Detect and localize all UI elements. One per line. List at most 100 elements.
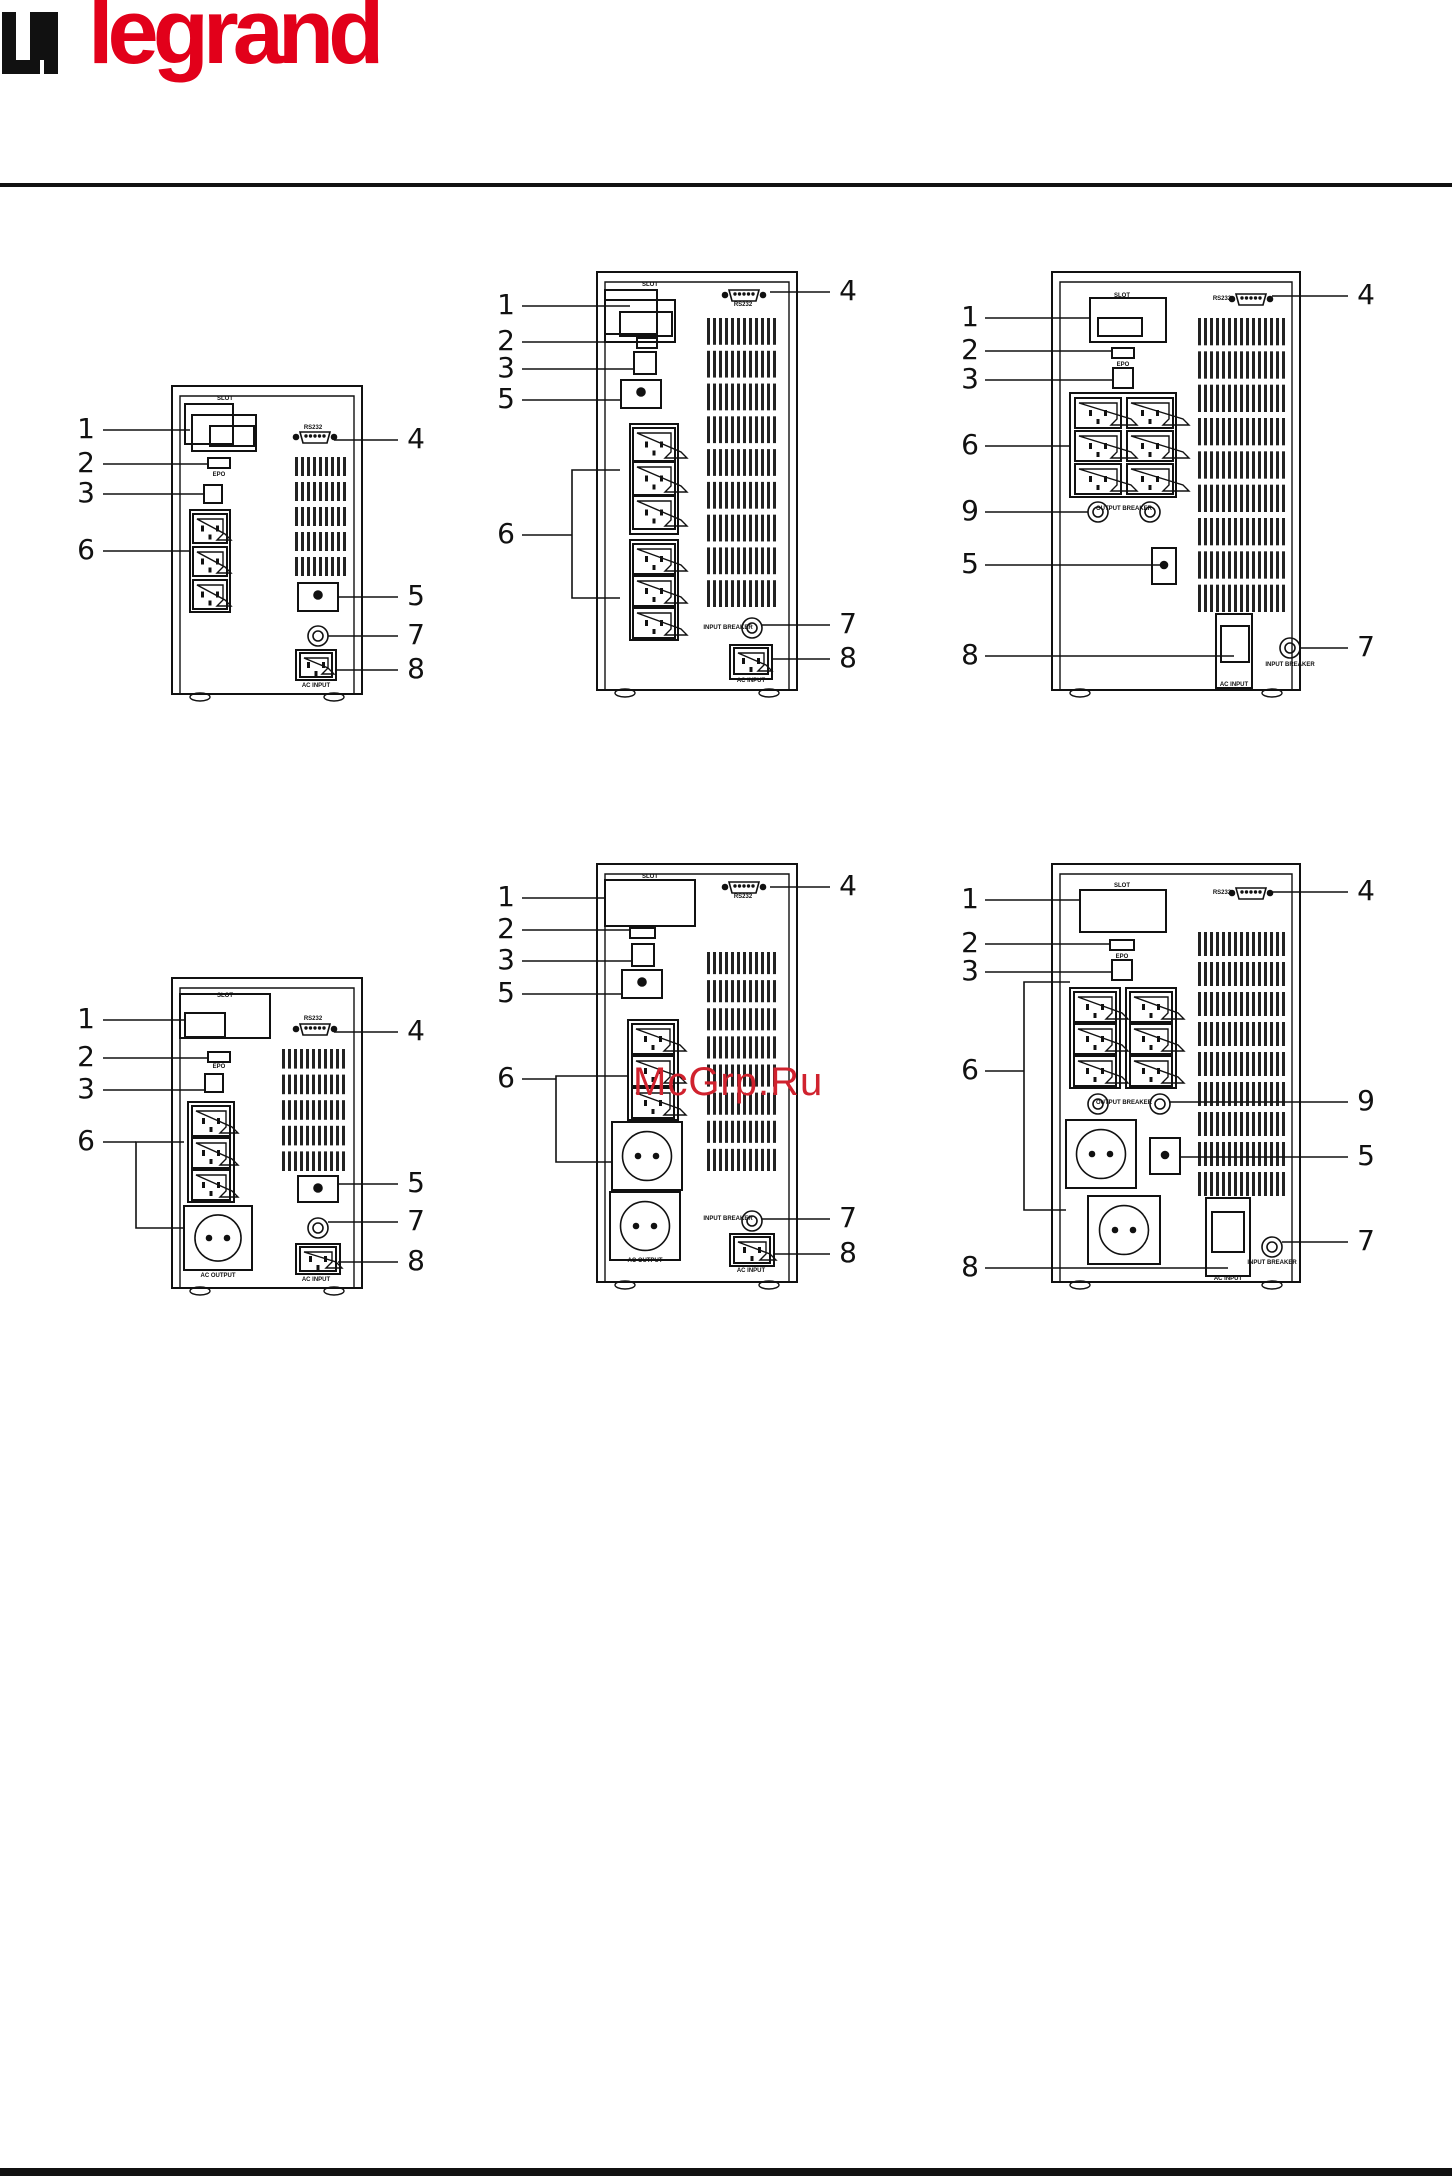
outlet-frame	[191, 1105, 231, 1137]
vent-slot	[1222, 384, 1225, 412]
vent-slot	[1276, 1052, 1279, 1076]
port-screw	[759, 291, 767, 299]
vent-slot	[294, 1151, 297, 1171]
port-pin	[733, 292, 737, 296]
vent-slot	[1216, 962, 1219, 986]
vent-slot	[743, 1148, 746, 1171]
battery-port	[620, 379, 662, 409]
vent-slot	[295, 557, 298, 576]
vent-slot	[719, 580, 722, 607]
vent-slot	[1258, 518, 1261, 546]
port-pin	[751, 884, 755, 888]
vent-slot	[1222, 351, 1225, 379]
vent-slot	[1204, 318, 1207, 346]
vent-slot	[743, 580, 746, 607]
vent-slot	[755, 1148, 758, 1171]
vent-grille	[707, 952, 776, 1171]
vent-slot	[1228, 1112, 1231, 1136]
outlet-pin	[652, 597, 656, 602]
vent-slot	[1204, 1112, 1207, 1136]
vent-slot	[1270, 551, 1273, 579]
vent-slot	[300, 1049, 303, 1069]
schuko-pin	[1088, 1150, 1096, 1158]
vent-slot	[1252, 1082, 1255, 1106]
iec-outlet	[1073, 1023, 1130, 1055]
vent-slot	[288, 1074, 291, 1095]
port-pin	[737, 884, 742, 888]
output-breaker-cap	[1092, 1098, 1104, 1110]
vent-slot	[1276, 351, 1279, 379]
cabinet-outline	[1051, 271, 1301, 691]
schuko-pin	[205, 1234, 213, 1242]
cabinet-outline	[596, 863, 798, 1283]
vent-slot	[761, 1008, 764, 1031]
vent-slot	[761, 580, 764, 607]
vent-slot	[1228, 351, 1231, 379]
schuko-pin	[223, 1234, 231, 1242]
input-breaker	[1261, 1236, 1283, 1258]
vent-slot	[325, 482, 328, 501]
vent-slot	[282, 1151, 285, 1171]
callout-number: 7	[839, 1201, 857, 1234]
port-pin	[313, 1026, 317, 1030]
callout-number: 5	[1357, 1139, 1375, 1172]
vent-slot	[301, 457, 304, 476]
schuko-pin	[1106, 1150, 1114, 1158]
outlet-face	[1130, 435, 1191, 459]
port-pin	[1240, 296, 1244, 300]
outlet-pin	[1148, 452, 1152, 457]
vent-slot	[300, 1151, 303, 1171]
vent-slot	[767, 1008, 770, 1031]
outlet-frame	[192, 513, 228, 544]
vent-slot	[743, 383, 746, 411]
vent-slot	[707, 416, 710, 444]
iec-outlet	[191, 1137, 240, 1169]
schuko-outlet	[183, 1205, 253, 1271]
vent-slot	[713, 952, 716, 975]
outlet-face	[635, 1092, 688, 1116]
vent-slot	[336, 1074, 339, 1095]
vent-slot	[1258, 418, 1261, 446]
outlet-pin	[742, 658, 745, 664]
vent-slot	[1264, 418, 1267, 446]
vent-slot	[1258, 384, 1261, 412]
battery-connector	[313, 1183, 323, 1193]
vent-slot	[1252, 351, 1255, 379]
vent-slot	[294, 1100, 297, 1120]
slot-label: SLOT	[642, 874, 658, 880]
vent-slot	[1228, 1052, 1231, 1076]
outlet-pin	[309, 1256, 312, 1262]
vent-slot	[743, 449, 746, 476]
vent-slot	[1276, 318, 1279, 346]
vent-slot	[318, 1151, 321, 1171]
vent-slot	[731, 980, 734, 1003]
vent-slot	[1222, 962, 1225, 986]
outlet-face	[196, 518, 233, 541]
vent-slot	[1234, 484, 1237, 512]
vent-slot	[749, 1008, 752, 1031]
vent-slot	[755, 514, 758, 542]
port-screw	[1266, 295, 1274, 303]
outlet-bank-b	[629, 539, 679, 641]
vent-slot	[755, 1036, 758, 1059]
outlet-bracket	[555, 1075, 628, 1163]
port-pin	[313, 434, 317, 438]
output-breaker-cap	[1092, 506, 1104, 518]
callout-number: 7	[1357, 630, 1375, 663]
iec-outlet	[1126, 397, 1191, 429]
vent-slot	[1210, 484, 1213, 512]
vent-slot	[773, 1092, 776, 1115]
vent-slot	[749, 547, 752, 575]
vent-slot	[1258, 1172, 1261, 1196]
vent-slot	[1282, 1112, 1285, 1136]
vent-slot	[1204, 992, 1207, 1016]
vent-slot	[306, 1100, 309, 1120]
outlet-pin	[209, 1159, 213, 1164]
vent-slot	[1258, 318, 1261, 346]
callout-number: 5	[497, 976, 515, 1009]
cabinet-foot	[758, 1280, 780, 1290]
vent-slot	[737, 1036, 740, 1059]
vent-slot	[1198, 1022, 1201, 1046]
